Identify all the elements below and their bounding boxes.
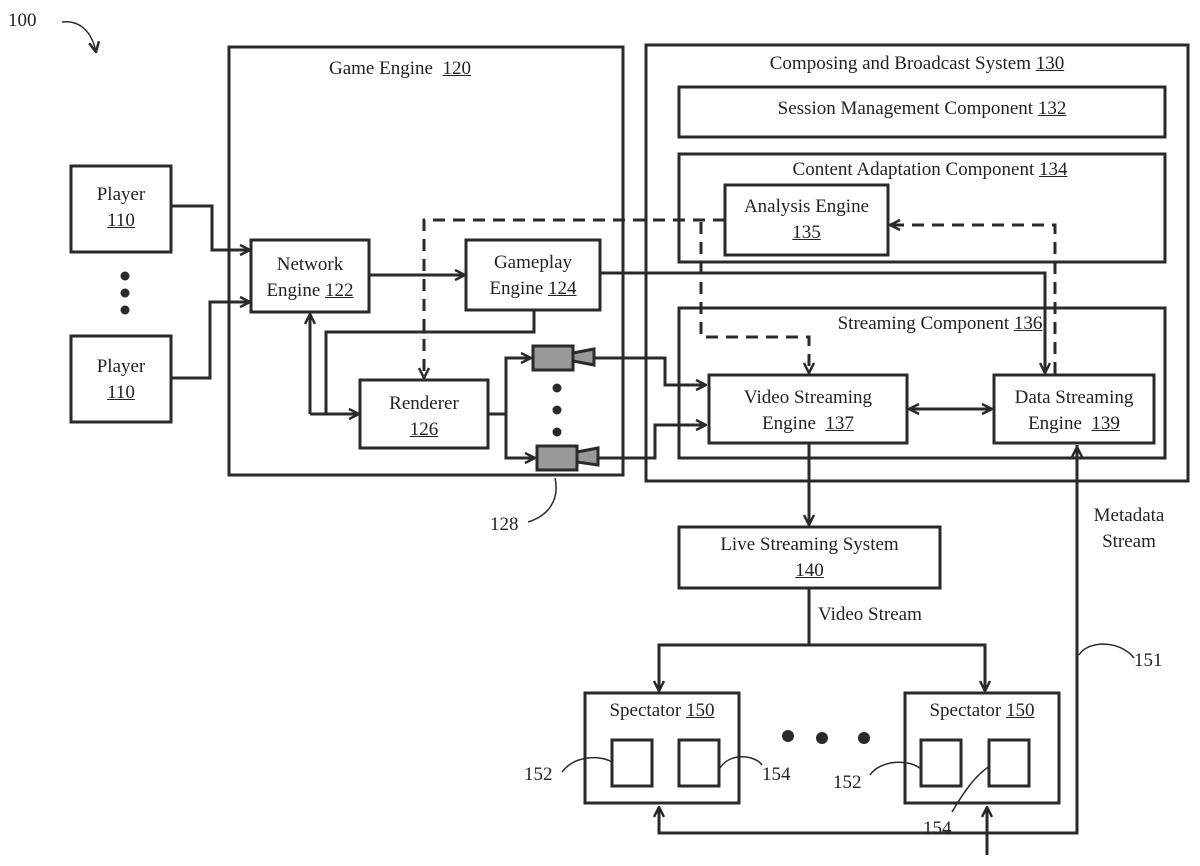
ellipsis-dot [121,306,130,315]
network-engine-line2: Engine [266,280,320,301]
gameplay-engine-ref: 124 [548,278,577,299]
live-streaming-system-ref: 140 [795,560,824,581]
gameplay-to-data-streaming-arrow [600,273,1045,307]
ellipsis-dot [553,428,562,437]
ellipsis-dot [782,730,794,742]
analysis-engine-ref: 135 [792,222,821,243]
leader-line-128 [528,478,556,522]
video-stream-to-spectator2-arrow [809,645,985,691]
spectator-ref: 150 [1006,700,1035,721]
camera2-to-video-streaming-arrow [598,425,706,458]
spectator1-display-152 [612,740,652,786]
gameplay-engine-line1: Gameplay [494,252,572,273]
game-engine-ref: 120 [442,58,471,79]
renderer-line1: Renderer [389,393,459,414]
metadata-stream-line2: Stream [1102,531,1156,552]
analysis-engine-label: Analysis Engine 135 [725,194,888,246]
composing-system-title: Composing and Broadcast System 130 [646,51,1188,77]
cameras-ref-label: 128 [490,514,519,536]
video-streaming-engine-line2: Engine [762,413,816,434]
composing-system-ref: 130 [1036,53,1065,74]
data-streaming-to-analysis-dashed-arrow [890,225,1055,374]
ellipsis-dot [121,272,130,281]
leader-line-151 [1079,644,1134,658]
figure-ref-label: 100 [8,10,37,32]
data-streaming-engine-line1: Data Streaming [1015,387,1134,408]
ellipsis-dot [121,289,130,298]
streaming-component-title-text: Streaming Component [838,313,1010,334]
spectator1-display-154 [679,740,719,786]
analysis-engine-line1: Analysis Engine [744,196,869,217]
ellipsis-dot [858,732,870,744]
player-label-text: Player [97,356,146,377]
metadata-stream-label: MetadataStream [1086,503,1172,555]
player1-to-network-arrow [171,206,250,250]
data-streaming-engine-label: Data StreamingEngine 139 [994,385,1154,437]
content-adaptation-ref: 134 [1039,159,1068,180]
video-stream-label: Video Stream [818,604,922,626]
display-ref-152-a: 152 [524,764,553,786]
video-streaming-engine-label: Video StreamingEngine 137 [709,385,907,437]
video-stream-to-spectator1-arrow [659,645,809,691]
session-management-title-text: Session Management Component [778,98,1033,119]
ellipsis-dot [816,732,828,744]
data-streaming-engine-line2: Engine [1028,413,1082,434]
network-engine-line1: Network [277,254,343,275]
streaming-component-title: Streaming Component 136 [800,311,1080,337]
spectator2-display-154 [989,740,1029,786]
composing-system-title-text: Composing and Broadcast System [770,53,1031,74]
camera-icon [537,446,598,470]
spectator-label-text: Spectator [609,700,681,721]
player-label-2: Player 110 [71,354,171,406]
spectator-label-text: Spectator [929,700,1001,721]
player-label-text: Player [97,184,146,205]
camera1-to-video-streaming-arrow [594,358,706,385]
camera-icon [533,346,594,370]
data-streaming-engine-ref: 139 [1091,413,1120,434]
ellipsis-dot [553,406,562,415]
figure-ref-arrow [62,22,96,52]
content-adaptation-title-text: Content Adaptation Component [793,159,1035,180]
player-ref: 110 [107,210,135,231]
renderer-to-camera2-arrow [506,414,535,458]
metadata-stream-line1: Metadata [1094,505,1165,526]
live-streaming-system-line1: Live Streaming System [720,534,898,555]
ellipsis-dot [553,384,562,393]
renderer-label: Renderer 126 [360,391,488,443]
player2-to-network-arrow [171,302,250,378]
spectator-title-2: Spectator 150 [905,698,1059,724]
gameplay-engine-label: GameplayEngine 124 [466,250,600,302]
renderer-to-camera1-arrow [506,358,531,414]
content-adaptation-title: Content Adaptation Component 134 [740,157,1120,183]
game-engine-title-text: Game Engine [329,58,433,79]
player-ref: 110 [107,382,135,403]
video-streaming-engine-line1: Video Streaming [744,387,872,408]
streaming-component-ref: 136 [1014,313,1043,334]
player-label-1: Player 110 [71,182,171,234]
display-ref-152-b: 152 [833,772,862,794]
display-ref-154-b: 154 [923,818,952,840]
renderer-ref: 126 [410,419,439,440]
display-ref-154-a: 154 [762,764,791,786]
spectator-ref: 150 [686,700,715,721]
network-engine-ref: 122 [325,280,354,301]
gameplay-engine-line2: Engine [489,278,543,299]
video-streaming-engine-ref: 137 [825,413,854,434]
metadata-ref-label: 151 [1134,650,1163,672]
spectator2-display-152 [921,740,961,786]
network-engine-label: NetworkEngine 122 [251,252,369,304]
game-engine-title: Game Engine 120 [329,56,471,82]
session-management-title: Session Management Component 132 [679,96,1165,122]
live-streaming-system-label: Live Streaming System 140 [679,532,940,584]
spectator-title-1: Spectator 150 [585,698,739,724]
session-management-ref: 132 [1038,98,1067,119]
